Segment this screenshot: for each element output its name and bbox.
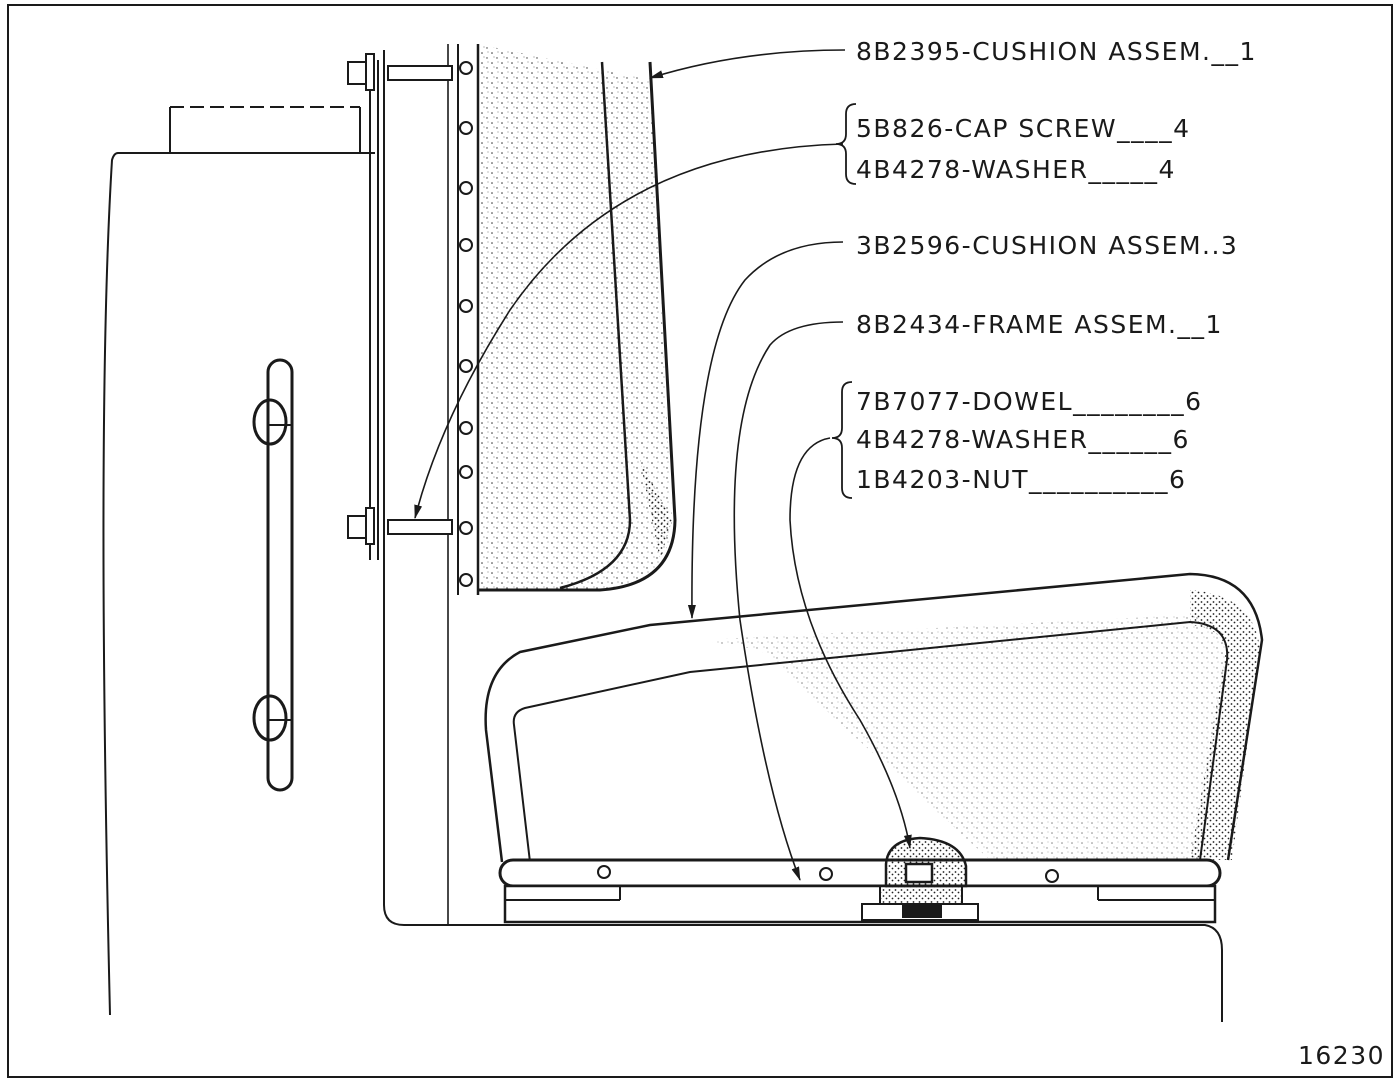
leader-lines — [414, 49, 912, 881]
callout-4b4278-washer-6: 4B4278-WASHER______6 — [856, 425, 1190, 454]
backrest-cushion — [457, 44, 677, 595]
upper-bolt — [347, 53, 453, 91]
dowel-nut-section — [861, 836, 979, 921]
grab-handle — [252, 358, 294, 792]
callout-3b2596-cushion-assem: 3B2596-CUSHION ASSEM..3 — [856, 231, 1238, 260]
cab-body — [102, 106, 375, 1016]
seat-cushion — [484, 572, 1264, 863]
callout-8b2434-frame-assem: 8B2434-FRAME ASSEM.__1 — [856, 310, 1223, 339]
back-panel — [369, 44, 1223, 1022]
seat-frame — [498, 858, 1222, 924]
brace-group-1 — [835, 103, 857, 185]
page-border — [7, 4, 1393, 1078]
callout-4b4278-washer-4: 4B4278-WASHER_____4 — [856, 155, 1176, 184]
callout-7b7077-dowel: 7B7077-DOWEL________6 — [856, 387, 1202, 416]
brace-group-2 — [831, 381, 853, 499]
lower-bolt — [347, 507, 453, 545]
callout-8b2395-cushion-assem: 8B2395-CUSHION ASSEM.__1 — [856, 37, 1257, 66]
figure-number: 16230 — [1298, 1041, 1385, 1070]
callout-1b4203-nut: 1B4203-NUT__________6 — [856, 465, 1186, 494]
callout-5b826-cap-screw: 5B826-CAP SCREW____4 — [856, 114, 1191, 143]
